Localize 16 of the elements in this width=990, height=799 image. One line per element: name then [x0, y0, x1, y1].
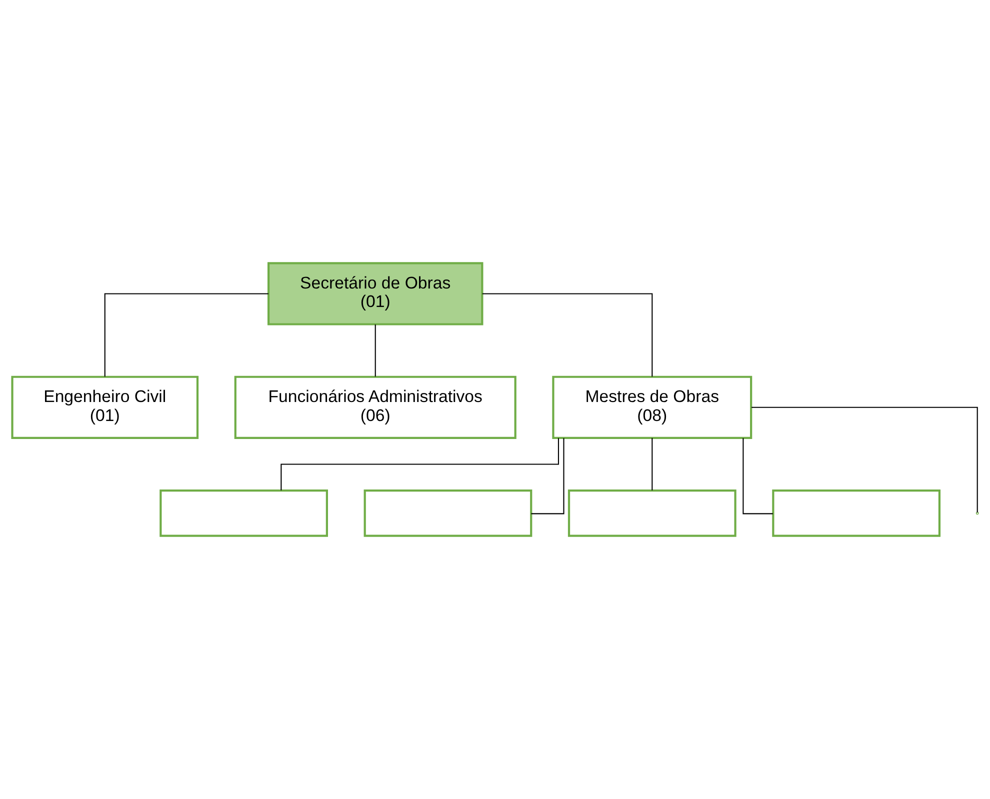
connector: [482, 293, 653, 377]
connector: [104, 293, 268, 377]
connector: [742, 438, 773, 514]
connector: [652, 438, 653, 490]
node-box: [772, 489, 941, 537]
connector: [280, 438, 559, 490]
connector: [374, 324, 376, 377]
node-box: Funcionários Administrativos (06): [234, 376, 516, 439]
node-box: [160, 489, 328, 537]
node-box: Secretário de Obras (01): [267, 262, 484, 326]
connector: [752, 406, 978, 512]
node-box: Mestres de Obras (08): [552, 376, 752, 439]
node-box: Engenheiro Civil (01): [11, 376, 199, 439]
node-box: [364, 489, 532, 537]
node-box: [568, 489, 736, 537]
connector: [531, 438, 564, 514]
